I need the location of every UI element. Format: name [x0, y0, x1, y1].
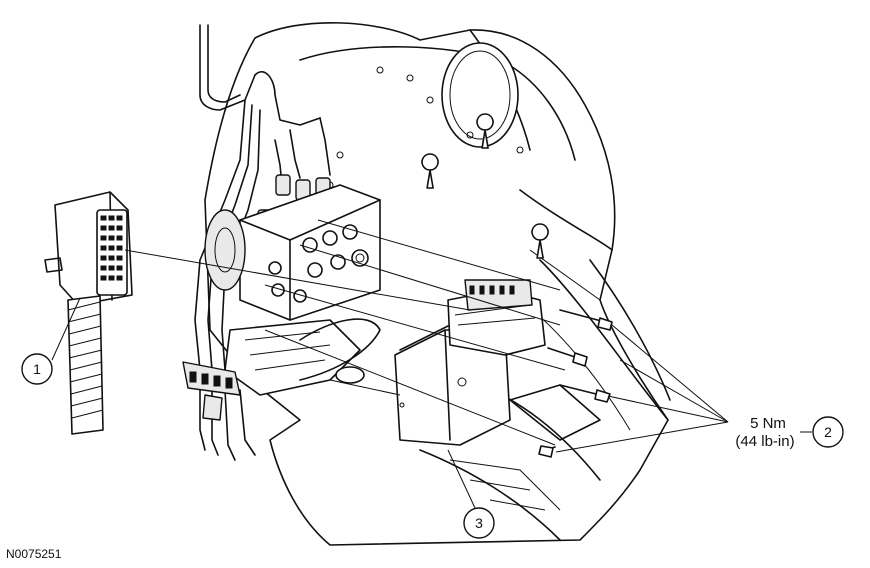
fender-apron	[204, 22, 671, 546]
alignment-lines	[124, 219, 566, 446]
torque-leaders	[555, 324, 812, 453]
electrical-connector	[44, 191, 133, 435]
connector-pins	[100, 215, 123, 281]
torque-imperial: (44 lb-in)	[735, 433, 794, 450]
figure-id: N0075251	[6, 547, 62, 561]
callout-3: 3	[463, 507, 495, 539]
svg-text:2: 2	[824, 424, 832, 440]
callout-2: 2	[812, 416, 844, 448]
bolt-4	[538, 445, 556, 458]
hydraulic-control-unit	[204, 184, 381, 396]
svg-text:3: 3	[475, 515, 483, 531]
svg-text:1: 1	[33, 361, 41, 377]
callout-1-leader	[51, 297, 81, 361]
torque-metric: 5 Nm	[750, 415, 786, 432]
bolt-1	[559, 309, 613, 331]
callout-1: 1	[21, 353, 53, 385]
brake-line-clip	[182, 361, 241, 421]
bolt-2	[547, 347, 588, 367]
torque-spec: 5 Nm (44 lb-in)	[735, 415, 794, 450]
bolt-3	[559, 384, 611, 403]
callout-3-leader	[447, 449, 476, 509]
module-bolts	[538, 309, 613, 458]
